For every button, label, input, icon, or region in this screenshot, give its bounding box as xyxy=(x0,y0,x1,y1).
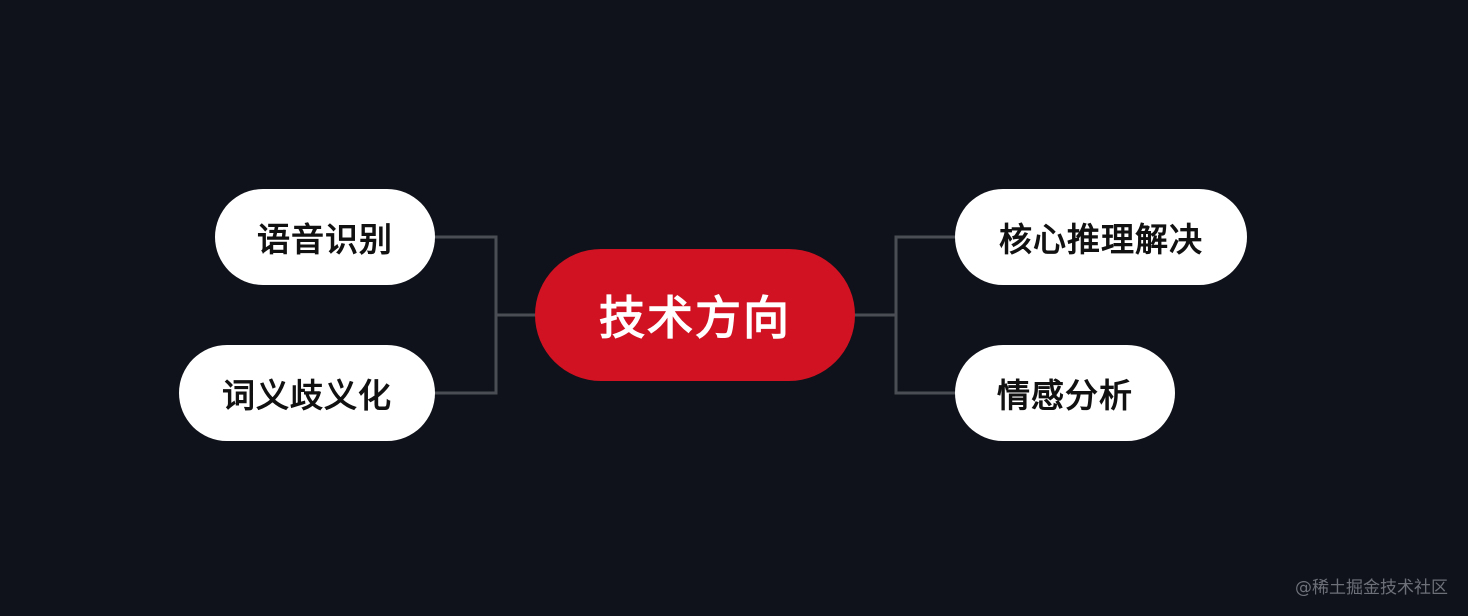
branch-node-label: 语音识别 xyxy=(257,220,393,259)
central-node: 技术方向 xyxy=(535,249,855,381)
branch-node-core-reasoning: 核心推理解决 xyxy=(955,189,1247,285)
branch-node-label: 核心推理解决 xyxy=(999,220,1203,259)
central-node-label: 技术方向 xyxy=(599,291,791,345)
watermark: @稀土掘金技术社区 xyxy=(1295,578,1448,598)
branch-node-speech-recognition: 语音识别 xyxy=(215,189,435,285)
branch-node-label: 词义歧义化 xyxy=(222,376,392,415)
branch-node-sentiment-analysis: 情感分析 xyxy=(955,345,1175,441)
branch-node-label: 情感分析 xyxy=(997,376,1133,415)
branch-node-word-sense: 词义歧义化 xyxy=(179,345,435,441)
